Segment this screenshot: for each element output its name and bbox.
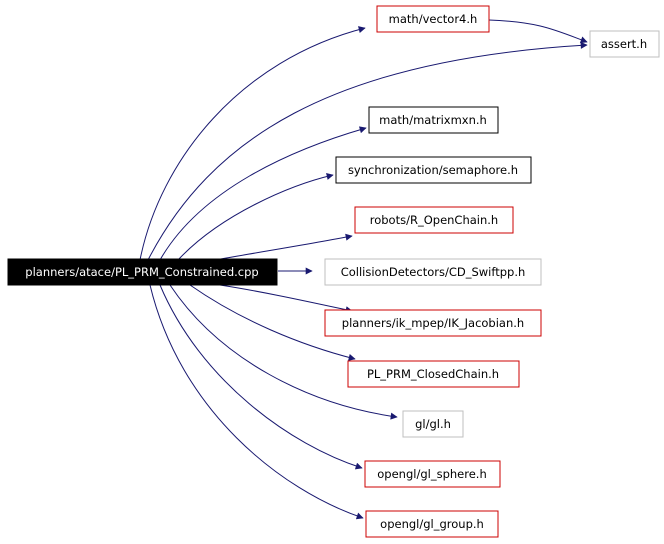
edge-root-to-closedchain <box>189 284 356 361</box>
edges <box>139 19 588 520</box>
edge-root-to-glgroup <box>149 284 364 520</box>
node-jacobian-label: planners/ik_mpep/IK_Jacobian.h <box>342 316 524 330</box>
edge-vector4-to-assert <box>488 19 588 44</box>
node-assert-label: assert.h <box>601 37 647 51</box>
edge-root-to-openchain <box>214 233 353 261</box>
node-swiftpp-label: CollisionDetectors/CD_Swiftpp.h <box>341 265 526 279</box>
node-closedchain-label: PL_PRM_ClosedChain.h <box>367 367 499 381</box>
node-vector4[interactable]: math/vector4.h <box>376 5 490 33</box>
node-swiftpp[interactable]: CollisionDetectors/CD_Swiftpp.h <box>324 258 542 286</box>
node-matrixmxn-label: math/matrixmxn.h <box>379 113 487 127</box>
edge-root-to-semaphore <box>177 173 334 261</box>
node-matrixmxn[interactable]: math/matrixmxn.h <box>368 106 499 134</box>
edge-root-to-jacobian <box>219 284 353 314</box>
node-glsphere[interactable]: opengl/gl_sphere.h <box>364 460 501 488</box>
node-glgroup[interactable]: opengl/gl_group.h <box>365 510 499 538</box>
edge-root-to-vector4 <box>139 26 366 261</box>
edge-root-to-glh <box>169 284 398 420</box>
edge-root-to-glsphere <box>159 284 363 470</box>
node-openchain-label: robots/R_OpenChain.h <box>370 213 498 227</box>
node-semaphore[interactable]: synchronization/semaphore.h <box>335 156 532 184</box>
node-jacobian[interactable]: planners/ik_mpep/IK_Jacobian.h <box>324 309 542 337</box>
node-semaphore-label: synchronization/semaphore.h <box>348 163 518 177</box>
root-node-label: planners/atace/PL_PRM_Constrained.cpp <box>25 265 258 279</box>
node-closedchain[interactable]: PL_PRM_ClosedChain.h <box>347 360 520 388</box>
node-glsphere-label: opengl/gl_sphere.h <box>377 467 486 481</box>
node-vector4-label: math/vector4.h <box>389 12 478 26</box>
node-openchain[interactable]: robots/R_OpenChain.h <box>354 206 514 234</box>
node-glh[interactable]: gl/gl.h <box>402 410 464 438</box>
root-node[interactable]: planners/atace/PL_PRM_Constrained.cpp <box>7 258 278 286</box>
edge-root-to-assert <box>147 41 588 261</box>
node-glgroup-label: opengl/gl_group.h <box>380 517 484 531</box>
edge-root-to-matrixmxn <box>159 126 367 261</box>
node-assert[interactable]: assert.h <box>589 30 660 58</box>
node-glh-label: gl/gl.h <box>415 417 451 431</box>
